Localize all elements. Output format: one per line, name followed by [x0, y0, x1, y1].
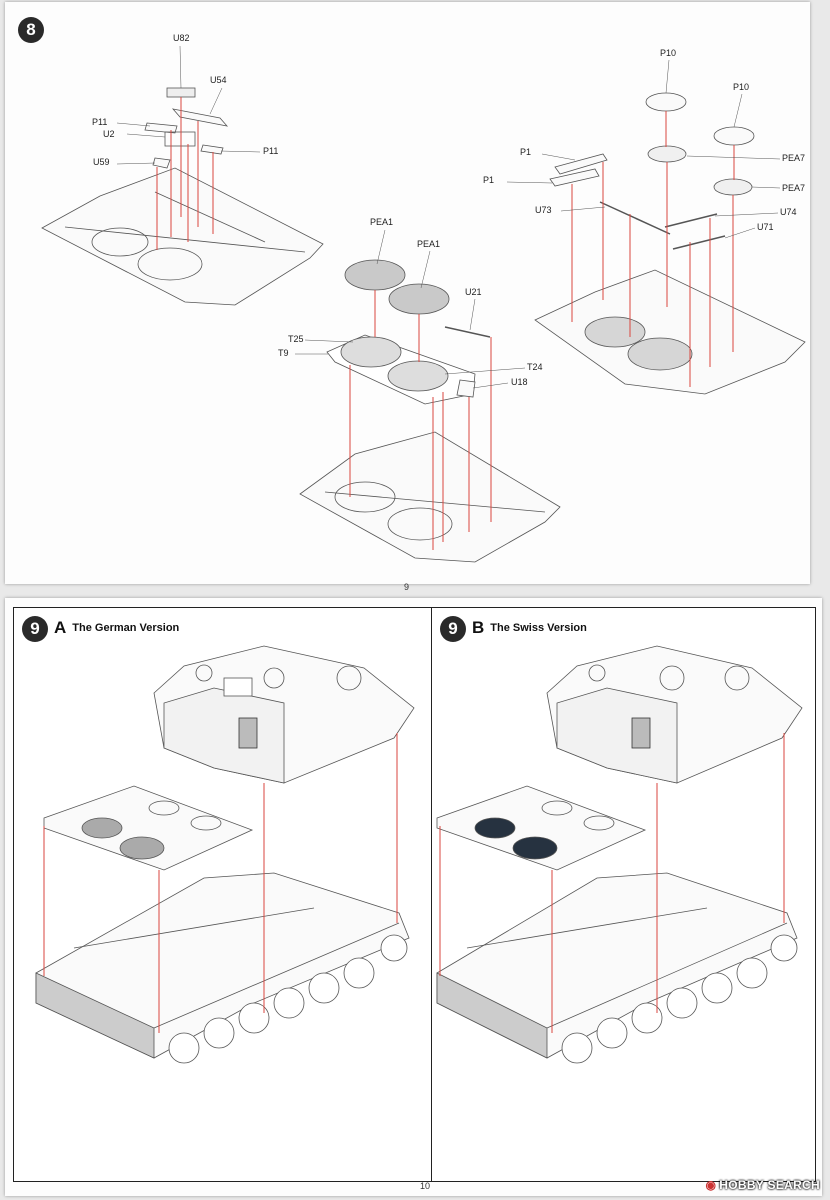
variant-a-title: The German Version	[72, 622, 180, 634]
assembly-arrows-9b	[439, 733, 785, 1033]
part-u71	[672, 235, 726, 250]
label-u2: U2	[103, 129, 115, 139]
label-u82: U82	[173, 33, 190, 43]
label-t24: T24	[527, 362, 543, 372]
floor-plate-left	[41, 167, 324, 306]
instruction-page-9: 8	[5, 2, 810, 592]
label-t25: T25	[288, 334, 304, 344]
part-pea1-b	[388, 283, 450, 315]
label-p10-b: P10	[733, 82, 750, 92]
label-u54: U54	[210, 75, 227, 85]
floor-plate-right	[534, 269, 806, 395]
part-u18	[456, 379, 476, 398]
part-p1-a	[554, 153, 608, 175]
variant-b-letter: B	[472, 618, 485, 637]
mesh-grille-a2	[119, 836, 165, 860]
part-u74	[664, 213, 718, 228]
label-u59: U59	[93, 157, 110, 167]
assembly-arrows-9a	[43, 733, 398, 1033]
step-8-diagram	[41, 45, 806, 563]
label-pea7-b: PEA7	[782, 183, 806, 193]
step-9a-badge: 9	[22, 616, 48, 642]
label-t9: T9	[278, 348, 289, 358]
solid-cover-b2	[512, 836, 558, 860]
label-u73: U73	[535, 205, 552, 215]
floor-plate-b	[436, 785, 647, 871]
step-8-badge: 8	[18, 17, 44, 43]
part-u54	[171, 108, 229, 127]
part-u21	[444, 326, 491, 338]
floor-plate-middle	[299, 431, 561, 563]
part-p10-b	[713, 126, 755, 146]
variant-b-title: The Swiss Version	[490, 622, 587, 634]
part-p1-b	[549, 168, 600, 187]
label-p11-right: P11	[263, 146, 279, 156]
label-pea1-a: PEA1	[370, 217, 394, 227]
panel-german-version: 9 A The German Version	[13, 607, 433, 1182]
part-u2	[164, 131, 196, 147]
part-t24-grille	[387, 360, 449, 392]
part-pea7-a	[647, 145, 687, 163]
label-p10-a: P10	[660, 48, 677, 58]
part-p10-a	[645, 92, 687, 112]
variant-b-heading: B The Swiss Version	[472, 618, 587, 638]
part-p11-right	[200, 144, 224, 155]
page-number-10: 10	[420, 1181, 431, 1191]
label-p1-b: P1	[483, 175, 495, 185]
swiss-version-diagram	[436, 645, 803, 1064]
part-p11-left	[144, 122, 178, 134]
hobby-search-watermark: ◉HOBBY SEARCH	[705, 1178, 820, 1192]
assembly-arrows-step-8	[156, 97, 735, 550]
part-pea7-b	[713, 178, 753, 196]
part-u59	[152, 157, 171, 169]
german-version-diagram	[35, 645, 415, 1064]
variant-a-letter: A	[54, 618, 67, 637]
step-9b-badge: 9	[440, 616, 466, 642]
mesh-grille-a1	[81, 817, 123, 839]
part-t25-grille	[340, 336, 402, 368]
label-u21: U21	[465, 287, 482, 297]
label-u74: U74	[780, 207, 797, 217]
hobby-search-logo-icon: ◉	[705, 1178, 717, 1192]
label-pea7-a: PEA7	[782, 153, 806, 163]
label-p1-a: P1	[520, 147, 532, 157]
part-u82	[166, 87, 196, 98]
label-u71: U71	[757, 222, 774, 232]
part-pea1-a	[344, 259, 406, 291]
panel-swiss-version: 9 B The Swiss Version	[431, 607, 816, 1182]
variant-a-heading: A The German Version	[54, 618, 179, 638]
instruction-page-10: 9 A The German Version	[5, 598, 822, 1196]
label-p11-left: P11	[92, 117, 108, 127]
part-u73	[599, 201, 671, 235]
solid-cover-b1	[474, 817, 516, 839]
page-number-9: 9	[404, 582, 410, 592]
label-u18: U18	[511, 377, 528, 387]
label-pea1-b: PEA1	[417, 239, 441, 249]
